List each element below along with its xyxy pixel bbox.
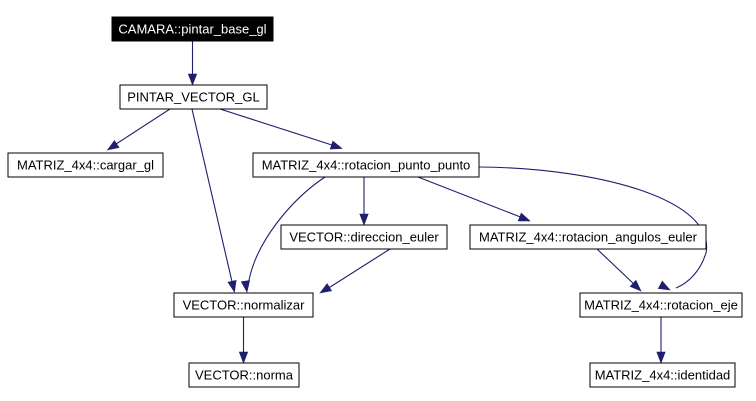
node-label: MATRIZ_4x4::cargar_gl (17, 157, 154, 172)
edge-line (478, 166, 708, 289)
node-label: VECTOR::normalizar (183, 297, 306, 312)
node-pintar_vector_gl[interactable]: PINTAR_VECTOR_GL (119, 84, 268, 110)
edge-rotacion_punto_punto-to-normalizar (240, 176, 326, 293)
edge-line (247, 176, 326, 287)
edge-rotacion_punto_punto-to-rotacion_angulos_euler (417, 176, 531, 222)
edge-line (219, 108, 336, 147)
node-label: VECTOR::norma (195, 367, 294, 382)
edge-direccion_euler-to-normalizar (319, 248, 391, 294)
node-identidad[interactable]: MATRIZ_4x4::identidad (589, 362, 736, 388)
node-box[interactable] (280, 224, 448, 250)
node-box[interactable] (119, 84, 268, 110)
edge-line (326, 248, 391, 290)
node-cargar_gl[interactable]: MATRIZ_4x4::cargar_gl (7, 152, 164, 178)
arrow-head-icon (629, 279, 642, 292)
arrow-head-icon (106, 139, 120, 151)
edge-rotacion_eje-to-identidad (656, 317, 666, 364)
node-pintar_base_gl[interactable]: CAMARA::pintar_base_gl (111, 16, 274, 42)
node-label: CAMARA::pintar_base_gl (118, 21, 266, 36)
arrow-head-icon (329, 140, 343, 150)
edge-rotacion_angulos_euler-to-rotacion_eje (596, 248, 642, 292)
edge-rotacion_punto_punto-to-direccion_euler (359, 177, 369, 226)
node-box[interactable] (7, 152, 164, 178)
node-direccion_euler[interactable]: VECTOR::direccion_euler (280, 224, 448, 250)
node-box[interactable] (469, 224, 707, 250)
node-rotacion_punto_punto[interactable]: MATRIZ_4x4::rotacion_punto_punto (252, 152, 480, 178)
edge-pintar_vector_gl-to-rotacion_punto_punto (219, 108, 343, 150)
arrow-head-icon (187, 73, 198, 86)
arrow-head-icon (238, 351, 249, 364)
edge-pintar_vector_gl-to-normalizar (191, 108, 237, 293)
edge-pintar_vector_gl-to-cargar_gl (106, 108, 171, 151)
node-box[interactable] (579, 292, 743, 318)
edge-line (191, 108, 234, 287)
node-box[interactable] (173, 292, 314, 318)
arrow-head-icon (240, 280, 251, 293)
edge-line (596, 248, 637, 287)
node-label: PINTAR_VECTOR_GL (127, 89, 259, 104)
arrow-head-icon (656, 351, 666, 364)
edge-line (417, 176, 524, 219)
node-box[interactable] (188, 362, 300, 388)
arrow-head-icon (319, 283, 333, 294)
arrow-head-icon (657, 280, 671, 291)
node-label: MATRIZ_4x4::rotacion_angulos_euler (479, 229, 698, 244)
node-label: MATRIZ_4x4::rotacion_punto_punto (262, 157, 471, 172)
node-normalizar[interactable]: VECTOR::normalizar (173, 292, 314, 318)
node-layer: CAMARA::pintar_base_glPINTAR_VECTOR_GLMA… (7, 16, 743, 388)
edge-layer (106, 41, 708, 364)
node-rotacion_eje[interactable]: MATRIZ_4x4::rotacion_eje (579, 292, 743, 318)
node-norma[interactable]: VECTOR::norma (188, 362, 300, 388)
edge-normalizar-to-norma (238, 317, 249, 364)
node-box[interactable] (111, 16, 274, 42)
edge-rotacion_punto_punto-to-rotacion_eje (478, 166, 708, 291)
node-box[interactable] (589, 362, 736, 388)
arrow-head-icon (227, 279, 237, 293)
node-label: MATRIZ_4x4::identidad (595, 367, 731, 382)
edge-pintar_base_gl-to-pintar_vector_gl (187, 41, 198, 86)
arrow-head-icon (359, 213, 369, 226)
node-label: VECTOR::direccion_euler (289, 229, 439, 244)
node-label: MATRIZ_4x4::rotacion_eje (584, 297, 738, 312)
arrow-head-icon (517, 212, 531, 222)
node-box[interactable] (252, 152, 480, 178)
edge-line (112, 108, 171, 147)
node-rotacion_angulos_euler[interactable]: MATRIZ_4x4::rotacion_angulos_euler (469, 224, 707, 250)
